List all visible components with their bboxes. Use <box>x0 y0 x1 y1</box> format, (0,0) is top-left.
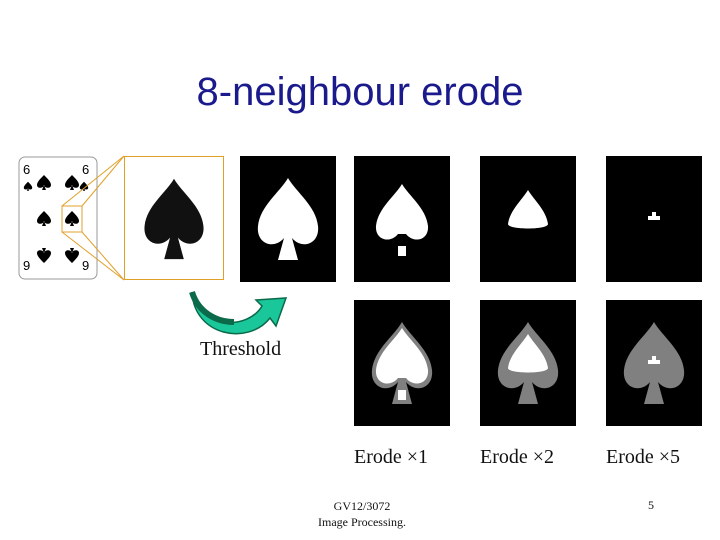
card-rank-top-left: 6 <box>23 162 30 177</box>
erode-2-result-panel <box>480 156 576 282</box>
erode-5-overlay-panel <box>606 300 702 426</box>
erode-1-result-panel <box>354 156 450 282</box>
card-rank-bottom-right: 9 <box>82 258 89 273</box>
slide-footer: GV12/3072 Image Processing. <box>300 498 424 530</box>
caption-erode-5: Erode ×5 <box>606 446 681 468</box>
erode-2-overlay-panel <box>480 300 576 426</box>
card-rank-top-right: 6 <box>82 162 89 177</box>
slide-title: 8-neighbour erode <box>196 70 524 114</box>
erode-1-overlay-panel <box>354 300 450 426</box>
playing-card-image: 6 6 9 9 <box>18 156 98 280</box>
erode-5-result-panel <box>606 156 702 282</box>
caption-erode-1: Erode ×1 <box>354 446 429 468</box>
page-number: 5 <box>648 498 654 512</box>
footer-course-code: GV12/3072 <box>333 499 391 513</box>
caption-erode-2: Erode ×2 <box>480 446 555 468</box>
footer-course-name: Image Processing. <box>318 515 406 529</box>
card-rank-bottom-left: 9 <box>23 258 30 273</box>
zoomed-spade-panel <box>124 156 224 280</box>
thresholded-spade-panel <box>240 156 336 282</box>
threshold-label: Threshold <box>200 338 282 360</box>
